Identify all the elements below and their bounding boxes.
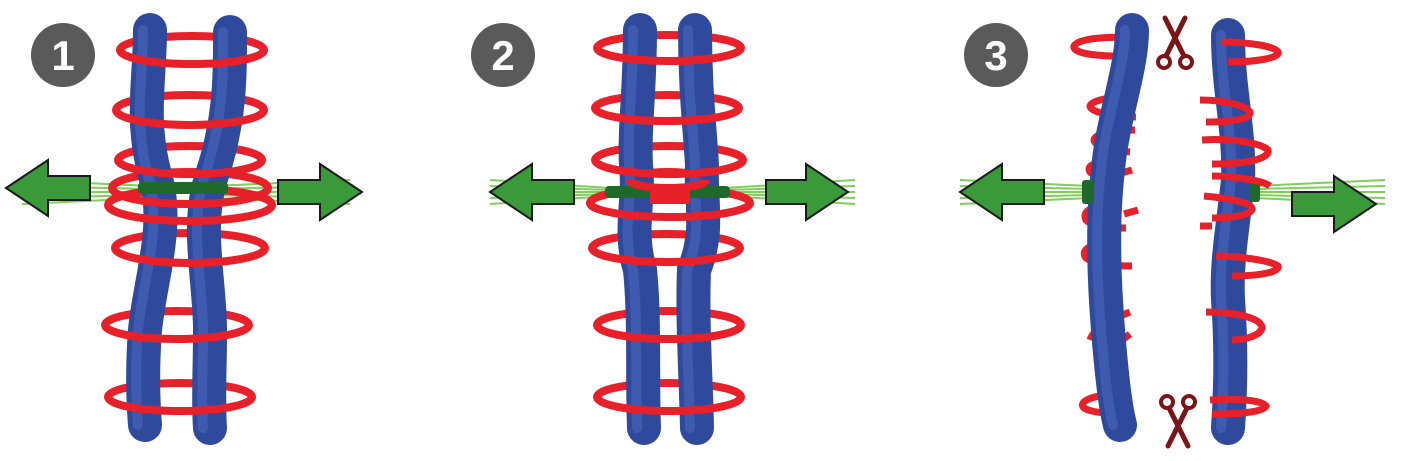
scissors-icon <box>1158 18 1192 68</box>
panel-2: 2 <box>471 13 856 445</box>
chromatid-left-3 <box>1087 13 1149 442</box>
step-badge-1: 1 <box>31 23 95 87</box>
pull-right-arrow-icon <box>277 162 364 222</box>
sister-chromatids-1 <box>126 13 247 445</box>
sister-chromatids-2 <box>617 13 721 445</box>
step-badge-3: 3 <box>964 23 1028 87</box>
panel-3: 3 <box>958 13 1386 446</box>
pull-right-arrow-icon <box>1291 174 1378 234</box>
centromere-cohesin-2 <box>650 190 690 204</box>
cleaved-cohesin-icon <box>1199 38 1282 418</box>
cohesin-ring-icon <box>586 46 754 415</box>
pull-right-arrow-icon <box>765 162 850 222</box>
kinetochore-3-left <box>1082 180 1094 204</box>
panel-1: 1 <box>4 13 364 445</box>
pull-left-arrow-icon <box>958 162 1045 222</box>
kinetochore-3-right <box>1250 182 1260 202</box>
chromatid-left-2 <box>617 13 661 445</box>
chromatid-right-2 <box>676 13 721 445</box>
step-number-2: 2 <box>491 32 514 79</box>
sister-chromatids-3 <box>1087 13 1256 445</box>
chromatid-right-1 <box>186 15 247 445</box>
chromatid-left-1 <box>126 13 178 442</box>
cohesin-ring-icon <box>101 48 276 415</box>
step-number-3: 3 <box>984 32 1007 79</box>
pull-left-arrow-icon <box>4 158 91 218</box>
scissors-icon <box>1161 396 1195 446</box>
step-number-1: 1 <box>51 32 74 79</box>
pull-left-arrow-icon <box>488 162 575 222</box>
kinetochore-1 <box>138 182 228 194</box>
step-badge-2: 2 <box>471 23 535 87</box>
